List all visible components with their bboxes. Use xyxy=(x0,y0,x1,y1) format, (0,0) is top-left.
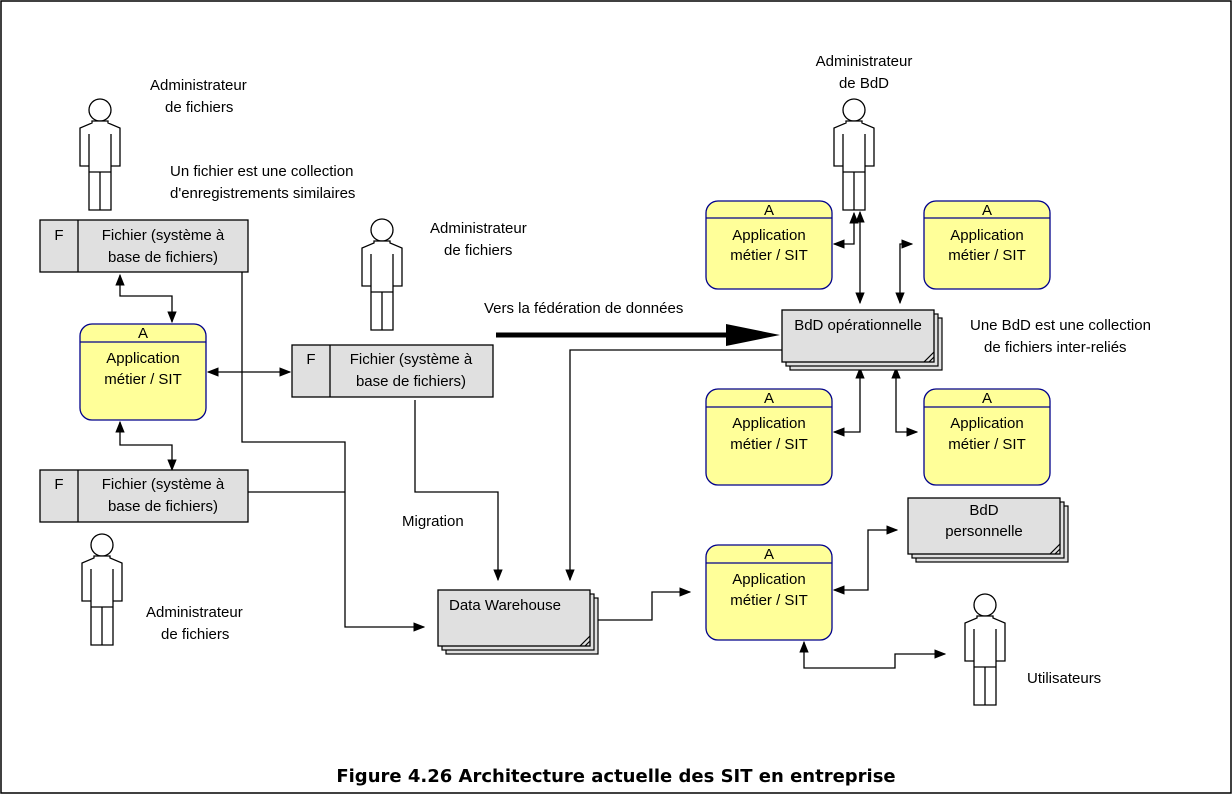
federation-arrow xyxy=(496,324,780,346)
actor-label-line1: Administrateur xyxy=(150,77,247,94)
app-box-bottom-right: A Application métier / SIT xyxy=(923,388,1051,486)
store-label-line1: BdD xyxy=(969,502,998,519)
file-label-line1: Fichier (système à xyxy=(102,476,225,493)
app-letter: A xyxy=(764,202,774,219)
app-label-line2: métier / SIT xyxy=(730,247,808,264)
app-label-line1: Application xyxy=(732,415,805,432)
note-line2: de fichiers inter-reliés xyxy=(984,339,1127,356)
connector-bdd-rbr xyxy=(891,366,919,437)
connector-f1-warehouse xyxy=(241,270,426,632)
app-letter: A xyxy=(982,390,992,407)
file-letter: F xyxy=(54,227,63,244)
app-letter: A xyxy=(138,325,148,342)
store-data-warehouse: Data Warehouse xyxy=(437,589,599,655)
migration-label: Migration xyxy=(402,513,464,530)
app-label-line2: métier / SIT xyxy=(948,247,1026,264)
connector-app-f3 xyxy=(115,420,177,472)
actor-icon xyxy=(81,533,123,646)
connector-warehouse-app xyxy=(597,587,692,621)
app-box-top-left: A Application métier / SIT xyxy=(705,200,833,290)
app-label-line1: Application xyxy=(732,571,805,588)
note-line1: Un fichier est une collection xyxy=(170,163,353,180)
actor-label-line1: Administrateur xyxy=(816,53,913,70)
store-bdd-personnelle: BdD personnelle xyxy=(907,497,1069,563)
note-line2: d'enregistrements similaires xyxy=(170,185,355,202)
app-letter: A xyxy=(764,546,774,563)
file-letter: F xyxy=(306,351,315,368)
connector-app-users xyxy=(799,640,947,669)
app-label-line1: Application xyxy=(732,227,805,244)
file-label-line2: base de fichiers) xyxy=(108,498,218,515)
actor-label-line1: Administrateur xyxy=(430,220,527,237)
connector-admin-app xyxy=(832,211,859,249)
connectors xyxy=(115,210,947,669)
figure-caption: Figure 4.26 Architecture actuelle des SI… xyxy=(336,766,895,787)
app-label-line2: métier / SIT xyxy=(948,436,1026,453)
app-box-left: A Application métier / SIT xyxy=(79,323,207,421)
file-label-line2: base de fichiers) xyxy=(356,373,466,390)
note-line1: Une BdD est une collection xyxy=(970,317,1151,334)
file-label-line2: base de fichiers) xyxy=(108,249,218,266)
connector-bdd-warehouse xyxy=(565,349,782,582)
connector-app-bddperso xyxy=(832,525,899,595)
actor-label: Utilisateurs xyxy=(1027,670,1101,687)
connector-f1-app xyxy=(115,273,177,324)
actor-label-line2: de fichiers xyxy=(444,242,512,259)
store-bdd-operationnelle: BdD opérationnelle xyxy=(781,309,943,371)
file-label-line1: Fichier (système à xyxy=(350,351,473,368)
connector-bdd-rbl xyxy=(832,366,865,437)
file-letter: F xyxy=(54,476,63,493)
store-label: BdD opérationnelle xyxy=(794,317,922,334)
actor-icon xyxy=(79,98,121,211)
app-label-line2: métier / SIT xyxy=(104,371,182,388)
file-box: F Fichier (système à base de fichiers) xyxy=(39,219,249,273)
actor-label-line2: de fichiers xyxy=(165,99,233,116)
app-label-line2: métier / SIT xyxy=(730,436,808,453)
app-label-line1: Application xyxy=(106,350,179,367)
actor-icon xyxy=(964,593,1006,706)
store-label: Data Warehouse xyxy=(449,597,561,614)
actor-label-line2: de fichiers xyxy=(161,626,229,643)
app-box-bottom-left: A Application métier / SIT xyxy=(705,388,833,486)
file-box: F Fichier (système à base de fichiers) xyxy=(39,469,249,523)
actor-label-line1: Administrateur xyxy=(146,604,243,621)
app-box-top-right: A Application métier / SIT xyxy=(923,200,1051,290)
federation-label: Vers la fédération de données xyxy=(484,300,683,317)
store-label-line2: personnelle xyxy=(945,523,1023,540)
file-label-line1: Fichier (système à xyxy=(102,227,225,244)
connector-f2-warehouse xyxy=(414,400,503,582)
actor-icon xyxy=(833,98,875,211)
actor-label-line2: de BdD xyxy=(839,75,889,92)
app-letter: A xyxy=(982,202,992,219)
file-box: F Fichier (système à base de fichiers) xyxy=(291,344,494,398)
app-label-line2: métier / SIT xyxy=(730,592,808,609)
app-box-user: A Application métier / SIT xyxy=(705,544,833,641)
app-label-line1: Application xyxy=(950,415,1023,432)
app-label-line1: Application xyxy=(950,227,1023,244)
app-letter: A xyxy=(764,390,774,407)
actor-icon xyxy=(361,218,403,331)
connector-rtr-bdd xyxy=(895,239,914,305)
